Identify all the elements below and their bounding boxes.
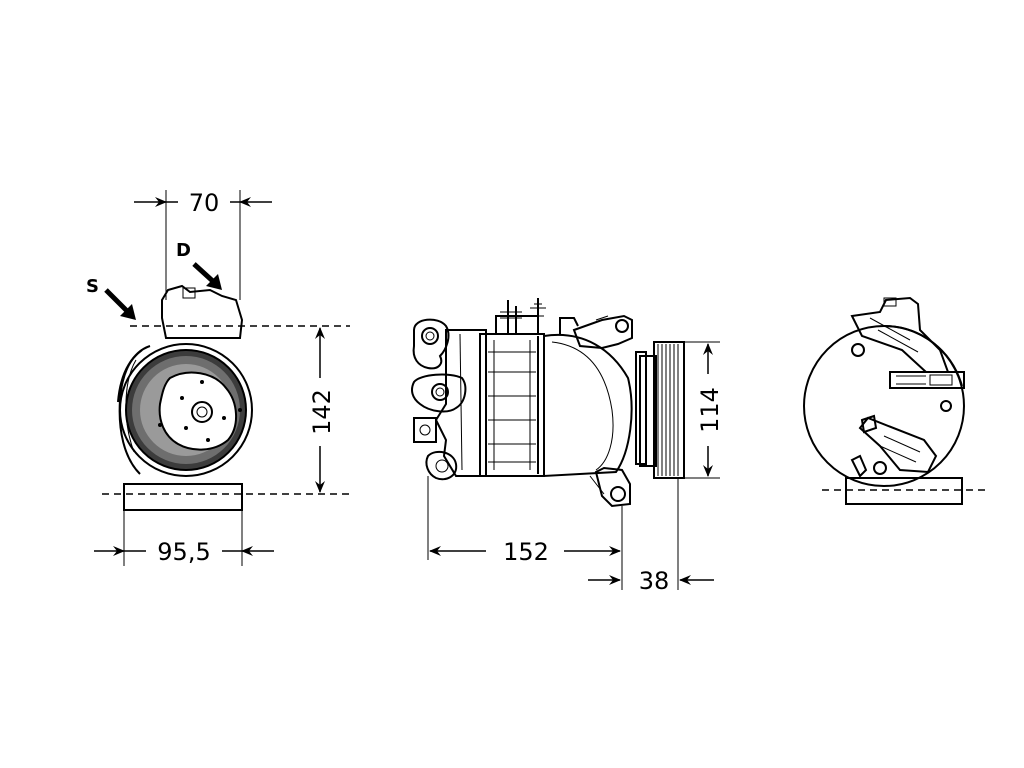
side-view (411, 298, 720, 590)
front-view (102, 190, 350, 566)
dimension-side-length: 152 (429, 538, 621, 566)
suction-port-label: S (86, 276, 136, 320)
dimension-label-95-5: 95,5 (157, 538, 210, 566)
dimension-label-70: 70 (189, 189, 220, 217)
dimension-front-base-width: 95,5 (94, 538, 274, 566)
dimension-label-152: 152 (503, 538, 549, 566)
dimension-label-142: 142 (308, 389, 336, 435)
svg-text:D: D (176, 240, 191, 261)
dimension-front-height: 142 (308, 327, 336, 493)
arrow-down-right-icon (104, 288, 136, 320)
dimension-side-pulley-height: 114 (696, 343, 724, 477)
dimension-label-38: 38 (639, 567, 670, 595)
arrow-down-right-icon (192, 262, 222, 290)
discharge-port-label: D (176, 240, 222, 290)
dimension-front-top-width: 70 (134, 189, 272, 217)
svg-text:S: S (86, 276, 99, 297)
dimension-side-pulley-width: 38 (588, 567, 714, 595)
dimension-label-114: 114 (696, 387, 724, 433)
rear-view (803, 296, 990, 505)
